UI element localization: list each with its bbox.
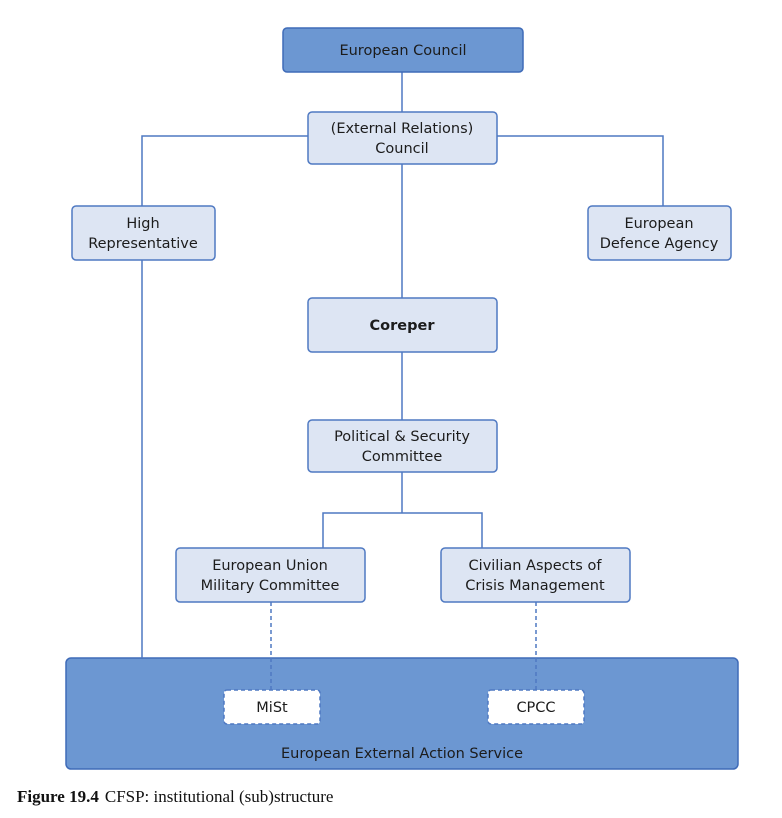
- coreper-line-1: Coreper: [370, 318, 436, 334]
- figure-caption: Figure 19.4 CFSP: institutional (sub)stru…: [17, 787, 333, 807]
- eeas-label: European External Action Service: [281, 746, 523, 762]
- cfsp-diagram: European Council (External Relations) Cou…: [65, 27, 739, 770]
- coreper-node: Coreper: [307, 297, 498, 353]
- mist-node: MiSt: [223, 689, 321, 725]
- figure-caption-label: Figure 19.4: [17, 787, 99, 806]
- cpcc-line-1: CPCC: [516, 700, 555, 716]
- external-relations-council-line-1: (External Relations): [331, 121, 474, 137]
- high-representative-line-1: High: [126, 216, 159, 232]
- european-council-line-1: European Council: [339, 43, 466, 59]
- mist-line-1: MiSt: [256, 700, 288, 716]
- civcom-line-2: Crisis Management: [465, 578, 605, 594]
- eumc-line-1: European Union: [212, 558, 328, 574]
- eeas-box: [65, 657, 739, 770]
- mist-label: MiSt: [256, 700, 288, 716]
- european-council-node: European Council: [282, 27, 524, 73]
- cpcc-node: CPCC: [487, 689, 585, 725]
- european-council-label: European Council: [339, 43, 466, 59]
- psc-line-1: Political & Security: [334, 429, 470, 445]
- coreper-label: Coreper: [370, 318, 436, 334]
- european-defence-agency-line-2: Defence Agency: [600, 236, 719, 252]
- eeas-line-1: European External Action Service: [281, 746, 523, 762]
- eumc-line-2: Military Committee: [201, 578, 340, 594]
- civilian-crisis-management-label: Civilian Aspects of Crisis Management: [465, 558, 605, 594]
- external-relations-council-node: (External Relations) Council: [307, 111, 498, 165]
- civilian-crisis-management-node: Civilian Aspects of Crisis Management: [440, 547, 631, 603]
- figure-caption-text: CFSP: institutional (sub)structure: [104, 787, 334, 806]
- cpcc-label: CPCC: [516, 700, 555, 716]
- high-representative-line-2: Representative: [88, 236, 198, 252]
- connector-psc-branches: [322, 512, 483, 548]
- external-relations-council-line-2: Council: [375, 141, 428, 157]
- european-defence-agency-line-1: European: [624, 216, 693, 232]
- external-relations-council-label: (External Relations) Council: [331, 121, 474, 157]
- connector-council-to-defence-agency: [497, 135, 664, 206]
- connector-council-to-high-representative: [141, 135, 308, 206]
- civcom-line-1: Civilian Aspects of: [469, 558, 603, 574]
- psc-line-2: Committee: [362, 449, 443, 465]
